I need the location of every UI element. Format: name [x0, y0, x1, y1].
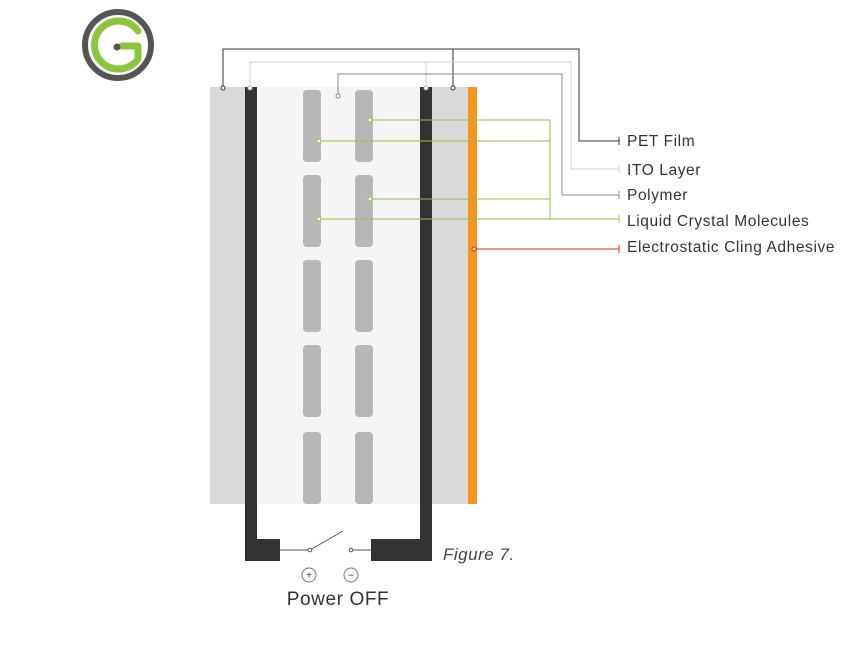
- terminal-symbols: + −: [301, 567, 359, 583]
- negative-terminal-label: −: [348, 571, 354, 582]
- liquid-crystal-molecule: [355, 432, 373, 504]
- liquid-crystal-molecule: [303, 345, 321, 417]
- negative-terminal-icon: [343, 567, 359, 583]
- leader-polymer: [337, 73, 620, 199]
- liquid-crystal-molecule: [303, 432, 321, 504]
- liquid-crystal-molecule: [355, 345, 373, 417]
- leader-endpoints: [220, 85, 477, 252]
- figure-caption: Figure 7.: [443, 545, 515, 564]
- ito-layer-right: [420, 87, 432, 560]
- polymer-layer: [257, 87, 420, 504]
- label-ito-layer: ITO Layer: [627, 162, 701, 179]
- power-state-label: Power OFF: [287, 589, 390, 610]
- liquid-crystal-molecule: [303, 90, 321, 162]
- leader-ito-layer: [249, 61, 620, 173]
- terminal-block-positive: [245, 539, 280, 561]
- label-polymer: Polymer: [627, 187, 688, 204]
- liquid-crystal-molecule: [303, 260, 321, 332]
- leader-pet-film: [222, 48, 620, 145]
- logo-dot: [113, 43, 121, 51]
- positive-terminal-icon: [301, 567, 317, 583]
- pet-film-right: [432, 87, 468, 504]
- logo-g-arc: [91, 17, 142, 73]
- liquid-crystal-molecule: [303, 175, 321, 247]
- leader-liquid-crystal: [319, 119, 620, 223]
- pet-film-left: [210, 87, 245, 504]
- circuit-switch: [280, 530, 371, 553]
- callout-labels: PET Film ITO Layer Polymer Liquid Crysta…: [627, 133, 835, 256]
- liquid-crystal-molecule: [355, 90, 373, 162]
- adhesive-layer: [468, 87, 477, 504]
- liquid-crystal-molecules: [303, 90, 373, 504]
- label-pet-film: PET Film: [627, 133, 695, 150]
- label-adhesive: Electrostatic Cling Adhesive: [627, 239, 835, 256]
- terminal-block-negative: [371, 539, 432, 561]
- liquid-crystal-molecule: [355, 260, 373, 332]
- positive-terminal-label: +: [306, 571, 312, 582]
- label-liquid-crystal: Liquid Crystal Molecules: [627, 213, 809, 230]
- ito-electrodes: [245, 87, 432, 561]
- switch-lever: [309, 530, 344, 551]
- brand-logo: [82, 9, 154, 81]
- logo-ring: [82, 9, 154, 81]
- liquid-crystal-molecule: [355, 175, 373, 247]
- leader-adhesive: [474, 245, 620, 253]
- ito-layer-left: [245, 87, 257, 560]
- film-stack: [210, 87, 477, 504]
